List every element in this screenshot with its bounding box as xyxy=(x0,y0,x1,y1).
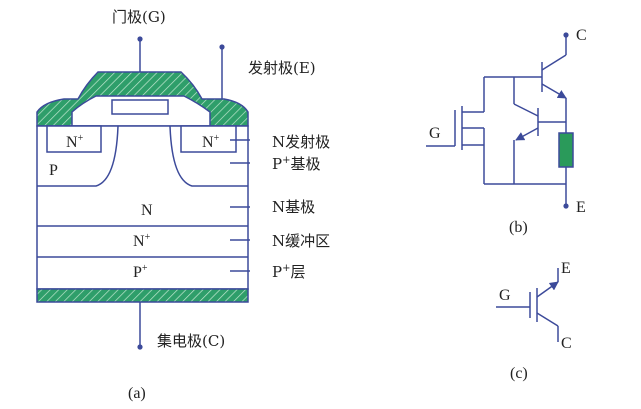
caption-b: (b) xyxy=(509,219,528,236)
figure-a-cross-section: 门极(G) 发射极(E) N+ N+ P N N+ P+ xyxy=(36,8,330,402)
gate-electrode xyxy=(111,99,169,115)
c-emitter-leg xyxy=(536,281,559,298)
label-n-base: N基极 xyxy=(272,198,315,216)
label-p-base: P+基极 xyxy=(272,155,321,173)
b-resistor xyxy=(558,132,574,168)
caption-a: (a) xyxy=(128,385,146,402)
c-collector-leg xyxy=(536,312,559,327)
b-npn-collector-leg xyxy=(513,103,539,117)
p-well-right-boundary xyxy=(169,125,248,187)
label-n-emitter: N发射极 xyxy=(272,133,330,151)
collector-terminal-dot xyxy=(137,344,143,350)
emitter-label: 发射极(E) xyxy=(248,59,316,77)
b-collector-label: C xyxy=(576,27,587,44)
b-gate-label: G xyxy=(429,125,441,142)
n-plus-left-text: N+ xyxy=(66,133,84,151)
emitter-terminal-dot xyxy=(219,44,225,50)
figure-b-equivalent-circuit: C G E (b) xyxy=(426,27,587,236)
p-well-left-boundary xyxy=(37,125,119,187)
b-pnp-collector-leg xyxy=(541,54,567,71)
label-p-layer: P+层 xyxy=(272,263,306,281)
b-npn-emitter-leg xyxy=(515,127,539,141)
n-plus-left xyxy=(46,125,102,153)
caption-c: (c) xyxy=(510,365,528,382)
n-plus-right-text: N+ xyxy=(202,133,220,151)
label-n-buffer: N缓冲区 xyxy=(272,232,330,250)
n-buffer-text: N+ xyxy=(133,232,151,250)
collector-label: 集电极(C) xyxy=(157,332,225,350)
gate-terminal-dot xyxy=(137,36,143,42)
c-collector-label: C xyxy=(561,335,572,352)
p-well-text: P xyxy=(49,162,58,179)
b-pnp-emitter-leg xyxy=(541,83,567,99)
b-emitter-dot xyxy=(563,203,569,209)
figure-c-igbt-symbol: E G C (c) xyxy=(496,260,572,382)
b-emitter-label: E xyxy=(576,199,586,216)
gate-label: 门极(G) xyxy=(112,8,166,26)
c-emitter-label: E xyxy=(561,260,571,277)
p-plus-text: P+ xyxy=(133,263,148,281)
n-plus-right xyxy=(180,125,237,153)
n-drift-text: N xyxy=(141,202,153,219)
c-gate-label: G xyxy=(499,287,511,304)
collector-metal-hatched xyxy=(36,288,249,303)
